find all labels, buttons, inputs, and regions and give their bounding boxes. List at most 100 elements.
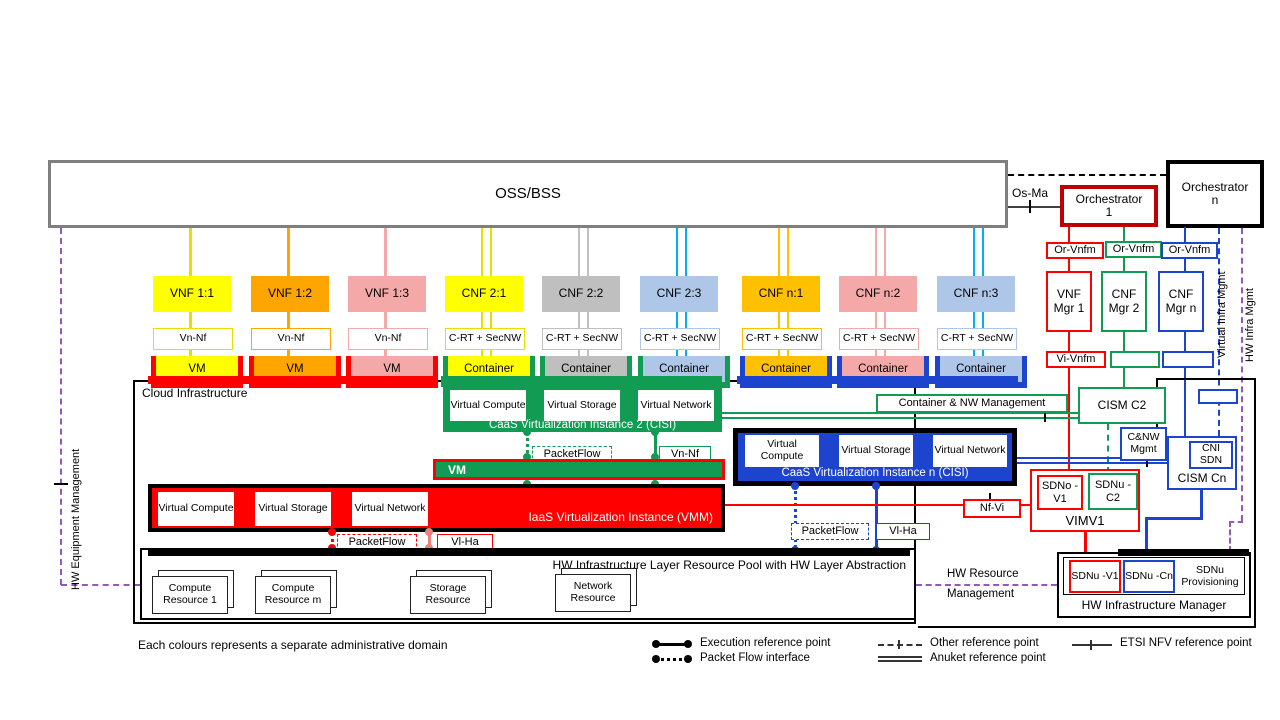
os-ma-line xyxy=(1008,206,1060,208)
legend-item-execution: Execution reference point xyxy=(700,637,831,649)
etsi-tick-icon xyxy=(1044,409,1046,422)
execution-point-icon xyxy=(791,482,799,490)
execution-ref-dot-icon xyxy=(684,640,692,648)
vim-sdnu-red-line xyxy=(1084,532,1087,558)
cnf-box: CNF n:3 xyxy=(937,276,1015,312)
cnf-box: CNF n:2 xyxy=(839,276,917,312)
etsi-ref-tick-icon xyxy=(1090,640,1092,650)
nf-vi-label: Nf-Vi xyxy=(963,499,1021,518)
vi-vnfm-badge: Vi-Vnfm xyxy=(1046,351,1106,368)
vlha-red-line xyxy=(428,532,431,549)
nf-column-vnf-1-3: VNF 1:3 Vn-Nf VM xyxy=(346,228,438,388)
packet-flow-dot-icon xyxy=(652,655,660,663)
or-vnfm-2-badge: Or-Vnfm xyxy=(1105,241,1162,258)
virtual-compute-cell: Virtual Compute xyxy=(745,435,819,467)
os-ma-label: Os-Ma xyxy=(1012,186,1048,200)
v1mv1-box: SDNo -V1 SDNu -C2 VIMV1 xyxy=(1030,469,1140,532)
etsi-tick-icon xyxy=(1029,200,1031,213)
iaas-box: Virtual Compute Virtual Storage Virtual … xyxy=(148,484,725,532)
nf-column-cnf-2-1: CNF 2:1 C-RT + SecNW Container xyxy=(443,228,535,388)
hw-equipment-mgmt-line xyxy=(60,228,62,585)
oss-bss-box: OSS/BSS xyxy=(48,160,1008,228)
execution-ref-dot-icon xyxy=(652,640,660,648)
vnf-box: VNF 1:3 xyxy=(348,276,426,312)
hw-infra-mgmt-line xyxy=(1241,228,1243,521)
packet-flow-dot-icon xyxy=(684,655,692,663)
cni-sdn-box: CNI SDN xyxy=(1189,441,1233,469)
etsi-tick-icon xyxy=(54,483,68,485)
empty-green-badge xyxy=(1110,351,1160,368)
nf-column-vnf-1-2: VNF 1:2 Vn-Nf VM xyxy=(249,228,341,388)
execution-point-icon xyxy=(523,453,531,461)
other-ref-icon xyxy=(878,644,922,646)
execution-point-icon xyxy=(651,453,659,461)
sdnu-provisioning-bar xyxy=(1118,549,1249,556)
legend-item-other: Other reference point xyxy=(930,637,1039,649)
other-ref-tick-icon xyxy=(898,640,900,649)
legend-item-packetflow: Packet Flow interface xyxy=(700,652,810,664)
packetflow-blue-line xyxy=(794,486,797,548)
sdno-v1-box: SDNo -V1 xyxy=(1037,475,1083,510)
cnf-mgr-n-box: CNF Mgr n xyxy=(1158,271,1204,332)
packet-flow-icon xyxy=(656,658,688,661)
virtual-storage-cell: Virtual Storage xyxy=(544,390,620,421)
or-vnfm-1-badge: Or-Vnfm xyxy=(1046,242,1104,259)
execution-ref-icon xyxy=(656,643,688,646)
crt-secnw-interface-box: C-RT + SecNW xyxy=(839,328,919,350)
virtual-storage-cell: Virtual Storage xyxy=(839,435,913,467)
vnf-box: VNF 1:2 xyxy=(251,276,329,312)
anuket-ref-icon xyxy=(878,656,922,662)
vn-nf-interface-box: Vn-Nf xyxy=(153,328,233,350)
hw-infra-mgmt-label: HW Infra Mgmt xyxy=(1244,288,1256,362)
execution-point-icon xyxy=(872,482,880,490)
hw-infra-mgmt-line-down xyxy=(1229,521,1231,552)
legend-item-anuket: Anuket reference point xyxy=(930,652,1046,664)
hw-equipment-mgmt-line-horizontal xyxy=(61,584,140,586)
hw-resource-mgmt-line xyxy=(916,584,1057,586)
storage-resource-box: Storage Resource xyxy=(410,576,486,614)
virtual-compute-cell: Virtual Compute xyxy=(450,390,526,421)
caasn-box: Virtual Compute Virtual Storage Virtual … xyxy=(733,428,1017,486)
network-resource-box: Network Resource xyxy=(555,574,631,612)
cismcn-down-line xyxy=(1200,490,1203,519)
cismcn-blue-line xyxy=(1184,367,1186,437)
iaas-title: IaaS Virtualization Instance (VMM) xyxy=(528,510,713,524)
legend-item-etsi: ETSI NFV reference point xyxy=(1120,637,1252,649)
empty-blue-badge xyxy=(1162,351,1214,368)
virtual-network-cell: Virtual Network xyxy=(352,492,428,526)
vnnf-green-line xyxy=(654,432,657,459)
packetflow-green-line xyxy=(526,432,529,459)
virtual-network-cell: Virtual Network xyxy=(638,390,714,421)
vn-nf-interface-box: Vn-Nf xyxy=(251,328,331,350)
virtual-infra-mgmt-label: Virtual Infra Mgmt xyxy=(1216,271,1228,358)
cnf-box: CNF n:1 xyxy=(742,276,820,312)
cnw-mgmt-box: C&NW Mgmt xyxy=(1120,427,1167,461)
cism-cn-box: CNI SDN CISM Cn xyxy=(1167,436,1237,490)
vl-ha-label: Vl-Ha xyxy=(437,534,493,551)
oss-orchestratorn-dashed-line xyxy=(1008,174,1166,176)
hw-infra-manager-box: SDNu -V1 SDNu -Cn SDNu Provisioning HW I… xyxy=(1057,552,1251,618)
cloud-infrastructure-label: Cloud Infrastructure xyxy=(142,386,248,400)
cismcn-jog-line xyxy=(1145,517,1203,520)
nf-vi-line xyxy=(725,504,1030,506)
packetflow-red-line xyxy=(331,532,334,549)
nf-column-cnf-n-1: CNF n:1 C-RT + SecNW Container xyxy=(740,228,832,388)
hw-resource-mgmt-label-1: HW Resource xyxy=(947,568,1019,580)
virtual-storage-cell: Virtual Storage xyxy=(255,492,331,526)
nf-column-cnf-2-3: CNF 2:3 C-RT + SecNW Container xyxy=(638,228,730,388)
caasn-domain-bar xyxy=(737,376,1018,384)
vl-ha-label: Vl-Ha xyxy=(876,523,930,540)
cism-green-line xyxy=(1123,367,1125,388)
nf-column-vnf-1-1: VNF 1:1 Vn-Nf VM xyxy=(151,228,243,388)
sdnu-cn-box: SDNu -Cn xyxy=(1123,560,1175,593)
cism-c2-sdnu-dashed-line xyxy=(1107,424,1109,473)
orchestrator-n-label: Orchestrator xyxy=(1181,179,1249,194)
caas2-box: Virtual Compute Virtual Storage Virtual … xyxy=(443,386,722,432)
orchestrator-n-number: n xyxy=(1211,193,1219,207)
hw-infra-mgmt-line-jog xyxy=(1229,521,1243,523)
right-frame-top xyxy=(1156,378,1256,380)
hw-abstraction-bar xyxy=(148,548,910,556)
anuket-blue-line xyxy=(1017,457,1168,464)
hw-infra-manager-label: HW Infrastructure Manager xyxy=(1081,598,1227,612)
